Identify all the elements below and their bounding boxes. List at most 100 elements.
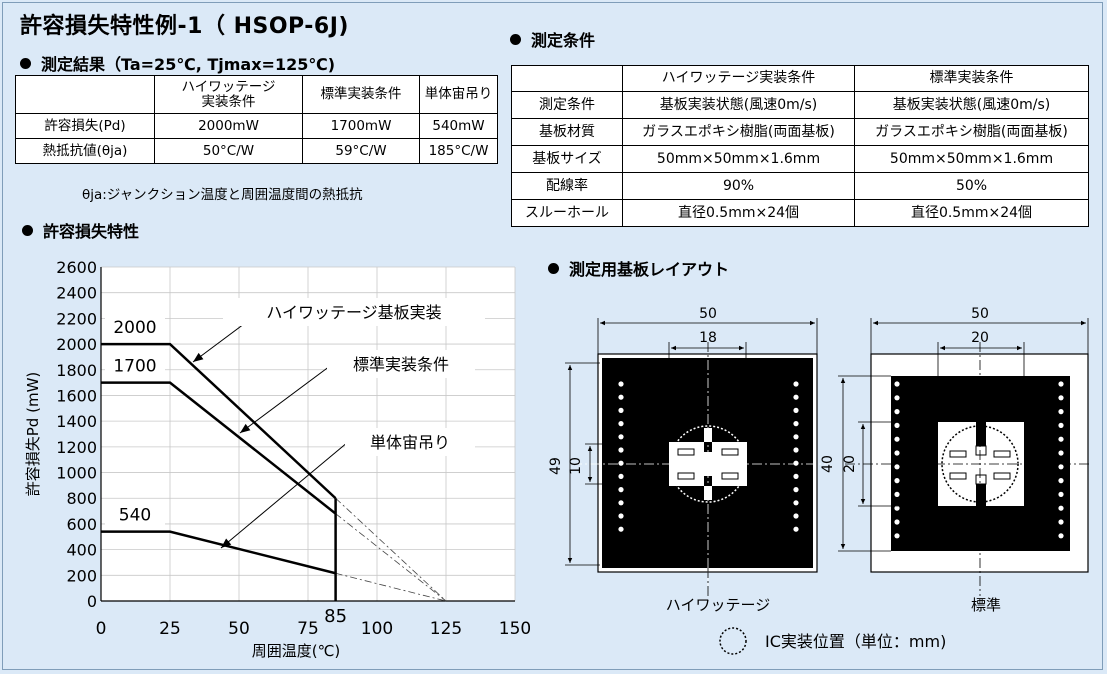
callout-leader xyxy=(239,365,331,434)
extrapolation-line xyxy=(335,513,447,602)
board-standard: 50 20 40 20 標準 xyxy=(820,306,1090,614)
results-heading: 測定結果（Ta=25℃, Tjmax=125℃) xyxy=(41,55,336,74)
through-hole xyxy=(618,526,624,532)
through-hole xyxy=(618,487,624,493)
table-row: 許容損失(Pd) 2000mW 1700mW 540mW xyxy=(15,113,498,139)
table-cell: 50% xyxy=(854,172,1089,200)
through-hole xyxy=(793,526,799,532)
x-tick-label: 150 xyxy=(499,619,530,639)
ic-pin xyxy=(949,472,967,480)
table-cell: 185°C/W xyxy=(419,138,498,164)
bullet-icon xyxy=(20,57,31,69)
table-row: 熱抵抗値(θja) 50°C/W 59°C/W 185°C/W xyxy=(15,138,498,164)
table-cell: 許容損失(Pd) xyxy=(15,113,155,139)
power-dissipation-chart: 0200400600800100012001400160018002000220… xyxy=(24,258,530,660)
through-hole xyxy=(793,407,799,413)
callout-box xyxy=(327,350,475,378)
y-tick-label: 2400 xyxy=(56,284,97,303)
table-cell: 2000mW xyxy=(154,113,303,139)
through-hole xyxy=(1058,491,1064,497)
table-cell: 測定条件 xyxy=(511,91,623,119)
series-name-label: ハイワッテージ基板実装 xyxy=(266,303,441,322)
series-name-label: 単体宙吊り xyxy=(370,433,450,452)
ic-position-circle xyxy=(941,425,1019,503)
through-hole xyxy=(894,381,900,387)
extrapolation-line xyxy=(335,572,447,602)
x-tick-label: 100 xyxy=(361,619,393,639)
table-cell xyxy=(511,65,623,92)
table-cell: 直径0.5mm×24個 xyxy=(854,199,1089,227)
start-value-label: 2000 xyxy=(113,318,156,338)
callout-arrowhead xyxy=(193,352,204,362)
y-tick-label: 2600 xyxy=(56,258,97,277)
table-cell: スルーホール xyxy=(511,199,623,227)
through-hole xyxy=(894,505,900,511)
thermal-resistance-note: θja:ジャンクション温度と周囲温度間の熱抵抗 xyxy=(82,187,363,203)
dim-small-label: 20 xyxy=(842,455,858,473)
table-cell: 標準実装条件 xyxy=(302,75,420,114)
through-hole xyxy=(793,434,799,440)
board-high-wattage: 50 18 49 10 ハイワッテージ xyxy=(548,306,830,614)
ic-pin xyxy=(677,448,695,456)
conditions-heading-row: 測定条件 xyxy=(510,27,595,51)
ic-pin xyxy=(993,450,1011,458)
through-hole xyxy=(793,487,799,493)
y-tick-label: 800 xyxy=(66,489,97,508)
board-label: 標準 xyxy=(971,596,1001,614)
callout-arrowhead xyxy=(240,423,251,433)
through-hole xyxy=(894,478,900,484)
table-row: 基板サイズ 50mm×50mm×1.6mm 50mm×50mm×1.6mm xyxy=(511,145,1089,173)
extrapolation-line xyxy=(335,497,447,602)
table-cell: 540mW xyxy=(419,113,498,139)
dim-inner-label: 18 xyxy=(699,330,717,346)
y-tick-label: 1400 xyxy=(56,412,97,431)
series-line xyxy=(101,381,337,515)
chart-heading: 許容損失特性 xyxy=(43,222,140,241)
dim-width-label: 50 xyxy=(699,306,717,322)
table-cell: ハイワッテージ 実装条件 xyxy=(154,75,303,114)
dim-width-label: 50 xyxy=(971,306,989,322)
bullet-icon xyxy=(22,224,33,236)
table-row: 基板材質 ガラスエポキシ樹脂(両面基板) ガラスエポキシ樹脂(両面基板) xyxy=(511,118,1089,146)
table-cell: 基板材質 xyxy=(511,118,623,146)
series-line xyxy=(101,342,337,500)
through-hole xyxy=(618,434,624,440)
page-title: 許容損失特性例-1（ HSOP-6J) xyxy=(20,14,349,39)
ic-position-legend-icon xyxy=(719,627,747,655)
y-tick-label: 2200 xyxy=(56,309,97,328)
through-hole xyxy=(894,395,900,401)
dim-height-label: 40 xyxy=(820,455,836,473)
table-cell: 50°C/W xyxy=(154,138,303,164)
ic-pin xyxy=(721,448,739,456)
bullet-icon xyxy=(548,262,559,274)
table-cell: 配線率 xyxy=(511,172,623,200)
y-tick-label: 1800 xyxy=(56,361,97,380)
table-cell: 直径0.5mm×24個 xyxy=(622,199,855,227)
table-cell: 1700mW xyxy=(302,113,420,139)
table-cell: 90% xyxy=(622,172,855,200)
table-cell: ガラスエポキシ樹脂(両面基板) xyxy=(622,118,855,146)
table-row: 配線率 90% 50% xyxy=(511,172,1089,200)
table-cell xyxy=(15,75,155,114)
board-layout-diagram: 50 18 49 10 ハイワッテージ 50 xyxy=(548,306,1090,655)
through-hole xyxy=(1058,422,1064,428)
table-cell: ハイワッテージ実装条件 xyxy=(622,65,855,92)
y-tick-label: 1200 xyxy=(56,438,97,457)
through-hole xyxy=(894,491,900,497)
layout-heading: 測定用基板レイアウト xyxy=(569,260,730,279)
series-name-label: 標準実装条件 xyxy=(353,355,449,374)
ic-pin xyxy=(677,472,695,480)
through-hole xyxy=(793,460,799,466)
ic-slot xyxy=(976,422,986,448)
x-tick-label: 25 xyxy=(159,619,181,639)
x-axis-label: 周囲温度(℃) xyxy=(252,642,341,660)
x-tick-label: 75 xyxy=(297,619,319,639)
layout-legend: IC実装位置（単位：mm) xyxy=(765,632,946,651)
y-tick-label: 200 xyxy=(66,566,97,585)
layout-heading-row: 測定用基板レイアウト xyxy=(548,256,729,280)
board-label: ハイワッテージ xyxy=(666,596,770,614)
through-hole xyxy=(618,460,624,466)
dim-inner-label: 20 xyxy=(971,330,989,346)
dim-height-label: 49 xyxy=(548,457,564,475)
table-cell: 50mm×50mm×1.6mm xyxy=(622,145,855,173)
